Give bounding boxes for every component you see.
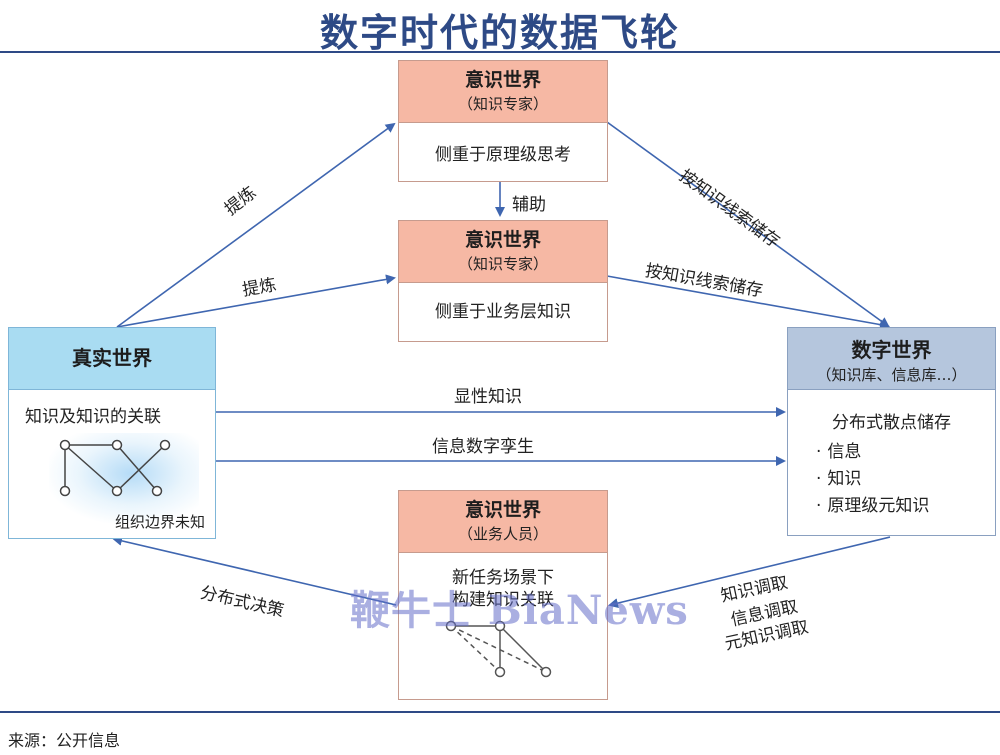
box-header: 意识世界 （知识专家）: [399, 221, 607, 283]
edge-label-explicit: 显性知识: [454, 387, 522, 407]
edge-label-assist: 辅助: [512, 195, 546, 215]
box-body-heading: 分布式散点储存: [832, 413, 951, 433]
arrow-refine-top: [116, 122, 396, 328]
footer-divider: [0, 711, 1000, 713]
box-body-line: 新任务场景下: [452, 568, 554, 588]
box-subtitle: （知识专家）: [457, 255, 548, 273]
box-caption: 组织边界未知: [114, 513, 205, 531]
arrow-decision: [112, 535, 397, 606]
page-title: 数字时代的数据飞轮: [319, 11, 680, 55]
box-title: 意识世界: [464, 499, 541, 521]
box-title: 真实世界: [72, 346, 152, 370]
box-title: 意识世界: [464, 229, 541, 251]
box-title: 意识世界: [464, 69, 541, 91]
list-item: 信息: [816, 439, 995, 466]
box-body: 侧重于原理级思考: [435, 145, 571, 165]
box-body: 知识及知识的关联: [25, 407, 161, 427]
consciousness-world-staff-box: 意识世界 （业务人员） 新任务场景下 构建知识关联: [398, 490, 608, 700]
box-subtitle: （知识专家）: [457, 95, 548, 113]
source-note: 来源：公开信息: [8, 731, 121, 750]
arrow-clue-mid: [606, 275, 890, 330]
list-item: 知识: [816, 466, 995, 493]
glow-decoration: [49, 433, 199, 523]
watermark-logo: 鞭牛士 BiaNews: [350, 587, 689, 634]
arrow-refine-mid: [116, 274, 396, 328]
box-header: 意识世界 （业务人员）: [399, 491, 607, 553]
box-subtitle: （知识库、信息库…）: [816, 366, 967, 384]
arrow-retrieve: [608, 536, 891, 608]
knowledge-network-icon: [59, 439, 171, 497]
consciousness-world-expert-principle-box: 意识世界 （知识专家） 侧重于原理级思考: [398, 60, 608, 182]
real-world-box: 真实世界 知识及知识的关联 组织边界未知: [8, 327, 216, 539]
list-item: 原理级元知识: [816, 493, 995, 520]
box-title: 数字世界: [851, 338, 932, 362]
box-subtitle: （业务人员）: [457, 525, 548, 543]
edge-label-twin: 信息数字孪生: [432, 437, 534, 457]
storage-list: 信息 知识 原理级元知识: [788, 439, 995, 520]
box-header: 数字世界 （知识库、信息库…）: [788, 328, 995, 390]
box-header: 真实世界: [9, 328, 215, 390]
digital-world-box: 数字世界 （知识库、信息库…） 分布式散点储存 信息 知识 原理级元知识: [787, 327, 996, 536]
box-body: 分布式散点储存 信息 知识 原理级元知识: [788, 408, 995, 520]
arrow-clue-top: [606, 121, 890, 328]
knowledge-graph-icon: [445, 620, 552, 678]
title-divider: [0, 51, 1000, 53]
box-body-line: 构建知识关联: [452, 590, 554, 610]
box-body: 侧重于业务层知识: [435, 302, 571, 322]
box-header: 意识世界 （知识专家）: [399, 61, 607, 123]
box-body: 新任务场景下 构建知识关联: [399, 553, 607, 611]
consciousness-world-expert-business-box: 意识世界 （知识专家） 侧重于业务层知识: [398, 220, 608, 342]
